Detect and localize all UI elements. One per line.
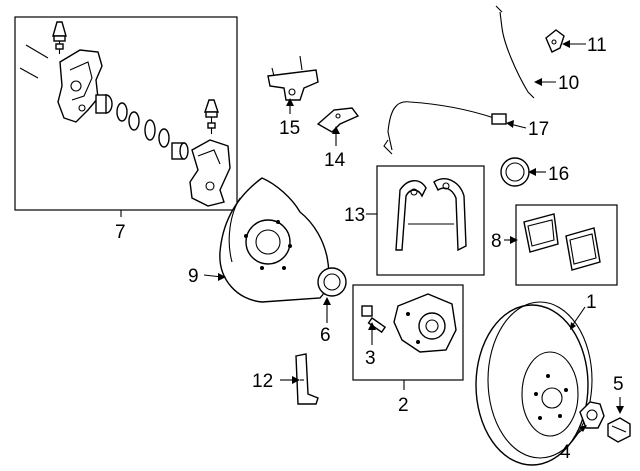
caliper-bracket bbox=[189, 139, 231, 207]
callout-10: 10 bbox=[558, 73, 579, 94]
brake-shoe-group bbox=[376, 165, 485, 276]
bearing-seal bbox=[317, 267, 347, 297]
adjuster-clip bbox=[316, 107, 360, 133]
callout-17: 17 bbox=[528, 119, 549, 140]
callout-labels: 1 2 3 4 5 6 7 8 9 10 11 12 13 14 15 16 1… bbox=[115, 35, 624, 463]
wheel-hub bbox=[393, 293, 457, 353]
callout-3: 3 bbox=[365, 348, 376, 369]
callout-15: 15 bbox=[279, 118, 300, 139]
hub-bolt bbox=[361, 305, 387, 334]
callout-leaders bbox=[203, 40, 624, 438]
hose-bracket bbox=[545, 29, 565, 53]
callout-13: 13 bbox=[344, 205, 365, 226]
hub-assembly-box bbox=[352, 284, 464, 381]
brake-rotor bbox=[475, 301, 593, 466]
bleeder-screw-left bbox=[52, 21, 67, 54]
piston-seal-set bbox=[95, 94, 189, 160]
brake-hose bbox=[495, 5, 535, 99]
guide-pins bbox=[19, 44, 49, 79]
callout-11: 11 bbox=[587, 35, 607, 56]
dust-shield bbox=[219, 177, 330, 303]
callout-2: 2 bbox=[398, 395, 409, 416]
callout-9: 9 bbox=[188, 266, 199, 287]
bleeder-screw-right bbox=[204, 99, 219, 134]
brake-pad-group bbox=[515, 204, 618, 286]
caliper-housing bbox=[57, 49, 103, 123]
callout-4: 4 bbox=[560, 442, 571, 463]
callout-5: 5 bbox=[613, 374, 624, 395]
caliper-kit-group bbox=[14, 16, 238, 217]
wheel-stud bbox=[607, 417, 631, 443]
hub-assembly-group bbox=[352, 284, 464, 381]
callout-8: 8 bbox=[491, 231, 502, 252]
axle-nut bbox=[579, 401, 605, 429]
caliper-kit-box bbox=[14, 16, 238, 211]
callout-14: 14 bbox=[324, 150, 346, 171]
seal-ring bbox=[500, 157, 530, 187]
brake-shoe-box bbox=[376, 165, 485, 276]
parking-brake-lever bbox=[267, 55, 319, 101]
callout-7: 7 bbox=[115, 222, 126, 243]
callout-12: 12 bbox=[252, 371, 273, 392]
wear-sensor bbox=[383, 101, 507, 155]
brake-pad-box bbox=[515, 204, 618, 286]
callout-16: 16 bbox=[548, 164, 569, 185]
mounting-bracket bbox=[295, 353, 319, 405]
callout-1: 1 bbox=[586, 292, 597, 313]
callout-6: 6 bbox=[320, 325, 331, 346]
